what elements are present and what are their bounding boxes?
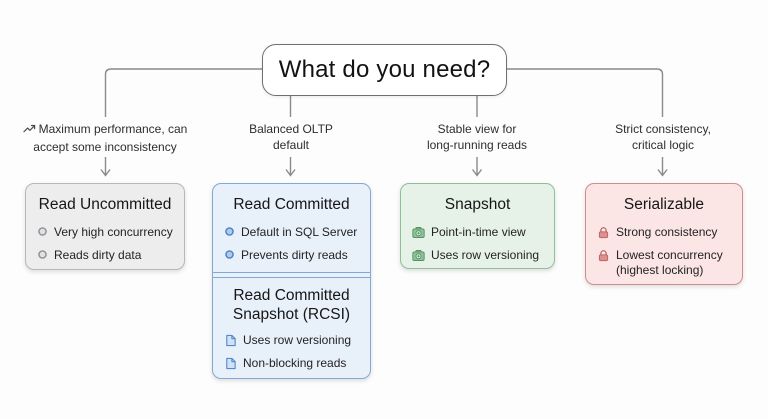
list-item-text: Uses row versioning — [243, 333, 352, 347]
branch-label-line: Balanced OLTP — [249, 122, 333, 136]
branch-label-line: critical logic — [631, 138, 694, 152]
card-title: Read Committed Snapshot (RCSI) — [232, 287, 351, 323]
list-item: Prevents dirty reads — [224, 248, 362, 263]
arrow-branch2 — [285, 157, 296, 177]
list-item-text: Uses row versioning — [431, 248, 540, 262]
list-item-text: Default in SQL Server — [241, 225, 358, 239]
list-item-text: Lowest concurrency (highest locking) — [616, 248, 723, 277]
list-item: Reads dirty data — [37, 248, 176, 263]
root-question-box: What do you need? — [262, 44, 507, 96]
list-item: Uses row versioning — [224, 333, 362, 348]
list-item: Non-blocking reads — [224, 356, 362, 371]
branch-label-line: Maximum performance, can — [38, 122, 188, 136]
dot-icon — [224, 226, 235, 237]
arrow-branch1 — [100, 157, 111, 177]
ring-icon — [37, 226, 48, 237]
branch-label-line: accept some inconsistency — [33, 140, 177, 154]
branch-label-balanced-oltp: Balanced OLTP default — [211, 121, 371, 155]
list-item: Very high concurrency — [37, 225, 176, 240]
list-item: Point-in-time view — [412, 225, 546, 240]
card-title: Read Uncommitted — [38, 196, 172, 213]
list-item-text: Non-blocking reads — [243, 356, 347, 370]
lock-icon — [597, 226, 610, 239]
card-title: Snapshot — [444, 196, 511, 213]
card-read-committed: Read Committed Default in SQL Server Pre… — [212, 183, 371, 379]
dot-icon — [224, 249, 235, 260]
branch-label-line: default — [272, 138, 310, 152]
list-item: Lowest concurrency (highest locking) — [597, 248, 734, 278]
connector-left-elbow — [104, 68, 262, 117]
list-item-text: Strong consistency — [616, 225, 718, 239]
branch-label-strict-consistency: Strict consistency, critical logic — [583, 121, 743, 155]
root-question-text: What do you need? — [278, 56, 491, 83]
card-serializable: Serializable Strong consistency Lowest c… — [585, 183, 743, 285]
list-item-text: Point-in-time view — [431, 225, 526, 239]
card-title: Serializable — [623, 196, 705, 213]
branch-label-max-performance: Maximum performance, can accept some inc… — [5, 121, 205, 155]
branch-label-line: long-running reads — [426, 138, 528, 152]
branch-label-line: Stable view for — [437, 122, 517, 136]
list-item: Strong consistency — [597, 225, 734, 240]
document-icon — [224, 334, 237, 347]
camera-icon — [412, 249, 425, 262]
trending-up-icon — [22, 122, 36, 139]
list-item: Uses row versioning — [412, 248, 546, 263]
branch-label-line: Strict consistency, — [615, 122, 711, 136]
list-item: Default in SQL Server — [224, 225, 362, 240]
connector-right-elbow — [505, 68, 664, 117]
arrow-branch4 — [657, 157, 668, 177]
list-item-text: Prevents dirty reads — [241, 248, 348, 262]
arrow-branch3 — [471, 157, 483, 177]
card-read-uncommitted: Read Uncommitted Very high concurrency R… — [25, 183, 185, 270]
lock-icon — [597, 249, 610, 262]
section-rcsi: Read Committed Snapshot (RCSI) Uses row … — [213, 277, 370, 371]
list-item-text: Very high concurrency — [54, 225, 173, 239]
ring-icon — [37, 249, 48, 260]
list-item-text: Reads dirty data — [54, 248, 142, 262]
branch-label-stable-view: Stable view for long-running reads — [397, 121, 557, 155]
card-snapshot: Snapshot Point-in-time view Uses row ver… — [400, 183, 555, 269]
card-title: Read Committed — [233, 196, 350, 213]
camera-icon — [412, 226, 425, 239]
section-read-committed: Read Committed Default in SQL Server Pre… — [213, 184, 370, 273]
document-icon — [224, 357, 237, 370]
